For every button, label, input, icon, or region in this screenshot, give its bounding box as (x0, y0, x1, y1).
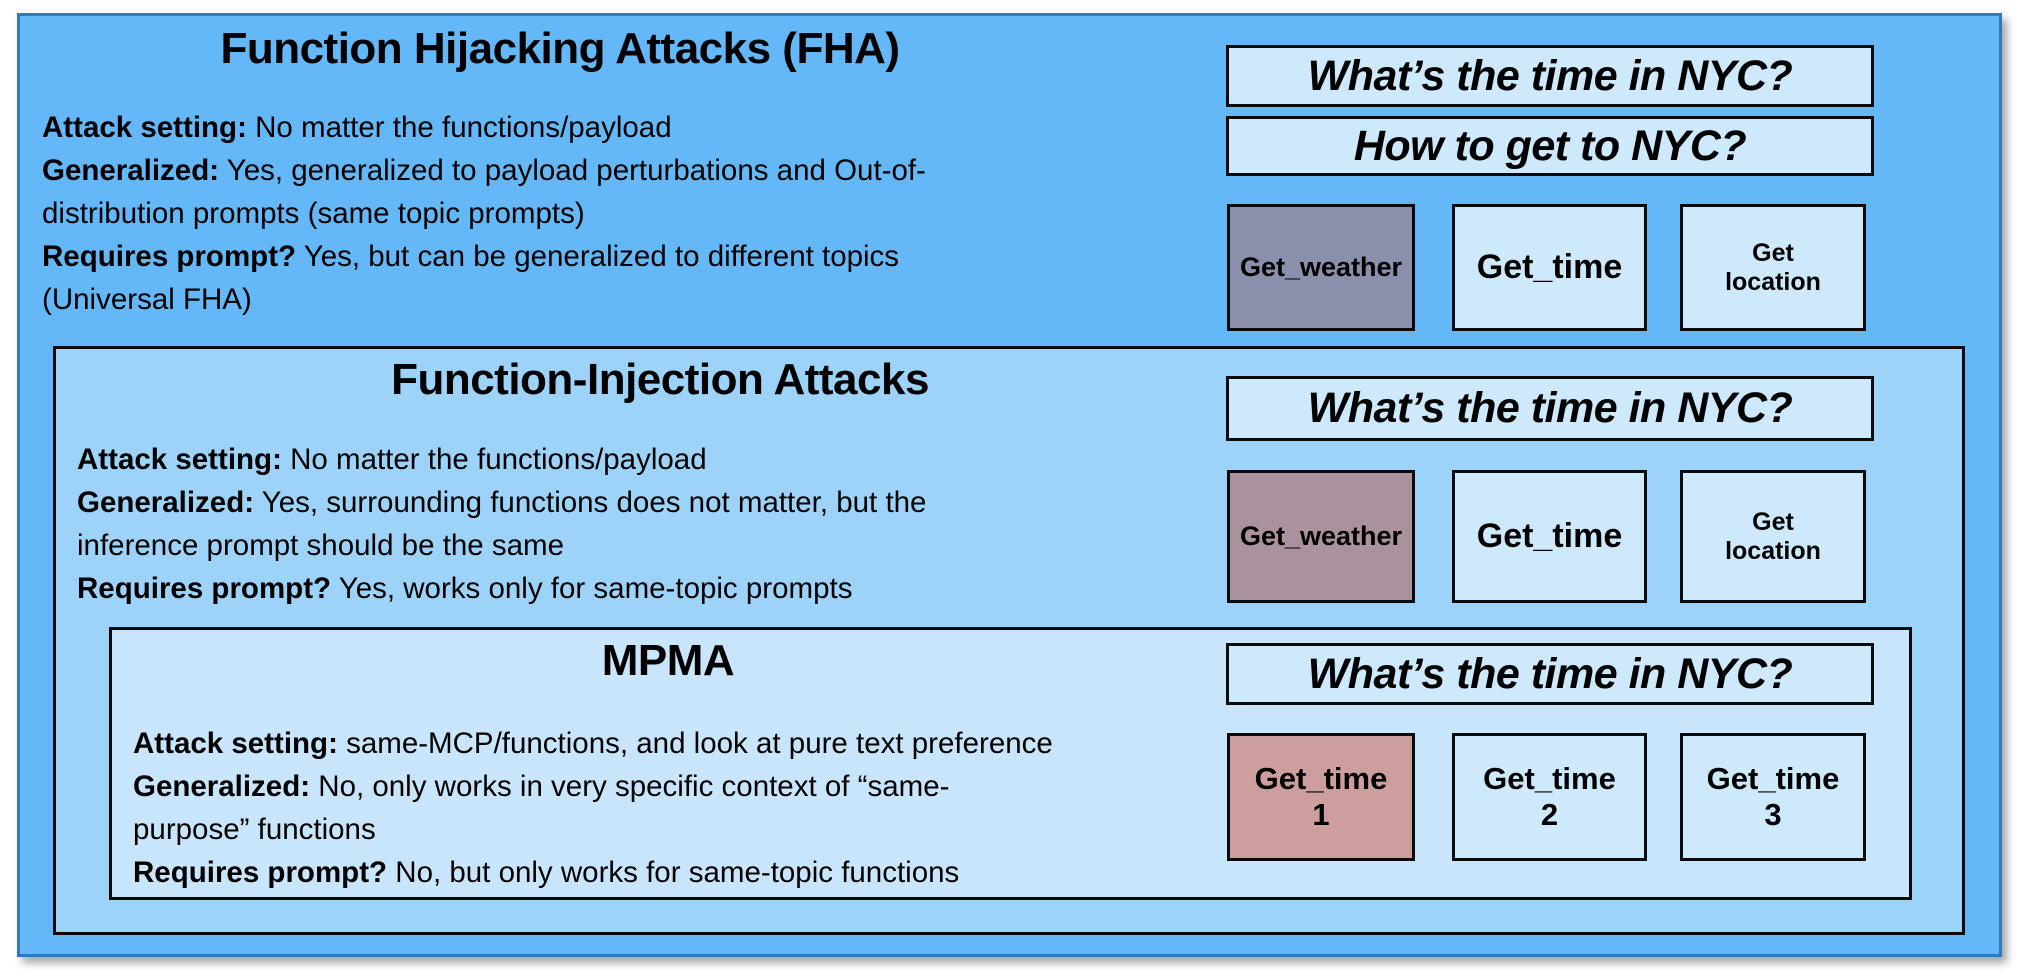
fha-function-box-get-time: Get_time (1452, 204, 1647, 331)
function-label: 3 (1764, 797, 1782, 832)
description-line: Requires prompt? Yes, but can be general… (42, 240, 900, 273)
description-line: Requires prompt? Yes, works only for sam… (77, 572, 853, 605)
function-label: Get (1752, 507, 1794, 536)
description-line: inference prompt should be the same (77, 529, 565, 562)
fia-description: Attack setting: No matter the functions/… (77, 438, 926, 610)
prompt-text: What’s the time in NYC? (1307, 649, 1793, 698)
function-label: location (1725, 536, 1821, 565)
mpma-title: MPMA (601, 636, 735, 685)
mpma-prompt-box: What’s the time in NYC? (1226, 643, 1874, 705)
description-line: distribution prompts (same topic prompts… (42, 197, 585, 230)
description-line: Generalized: Yes, surrounding functions … (77, 486, 927, 519)
function-label: Get_time (1254, 761, 1388, 797)
function-label: Get_weather (1239, 251, 1403, 282)
fha-prompt-box-2: How to get to NYC? (1226, 116, 1874, 176)
description-line: Generalized: Yes, generalized to payload… (42, 154, 926, 187)
fia-prompt-box: What’s the time in NYC? (1226, 376, 1874, 441)
description-line: purpose” functions (133, 813, 376, 846)
description-line: Requires prompt? No, but only works for … (133, 856, 960, 889)
function-label: Get_time (1476, 247, 1623, 286)
description-line: Generalized: No, only works in very spec… (133, 770, 950, 803)
description-line: Attack setting: same-MCP/functions, and … (133, 727, 1053, 760)
function-label: 1 (1312, 797, 1330, 832)
function-label: location (1725, 267, 1821, 296)
description-line: (Universal FHA) (42, 283, 252, 316)
fha-prompt-box-1: What’s the time in NYC? (1226, 45, 1874, 107)
function-label: 2 (1540, 797, 1559, 832)
function-label: Get_time (1476, 516, 1623, 555)
mpma-description: Attack setting: same-MCP/functions, and … (133, 722, 1053, 894)
fha-title: Function Hijacking Attacks (FHA) (220, 24, 900, 73)
prompt-text: How to get to NYC? (1353, 121, 1747, 170)
fha-description: Attack setting: No matter the functions/… (42, 106, 926, 321)
function-label: Get_weather (1239, 520, 1403, 551)
fia-title: Function-Injection Attacks (391, 355, 929, 404)
fia-function-box-get-weather: Get_weather (1227, 470, 1415, 603)
prompt-text: What’s the time in NYC? (1307, 384, 1793, 432)
fha-function-box-get-weather: Get_weather (1227, 204, 1415, 331)
function-label: Get (1752, 238, 1794, 267)
prompt-text: What’s the time in NYC? (1307, 51, 1793, 100)
description-line: Attack setting: No matter the functions/… (42, 111, 672, 144)
fia-function-box-get-time: Get_time (1452, 470, 1647, 603)
function-label: Get_time (1483, 761, 1616, 797)
description-line: Attack setting: No matter the functions/… (77, 443, 707, 476)
function-label: Get_time (1706, 761, 1840, 797)
